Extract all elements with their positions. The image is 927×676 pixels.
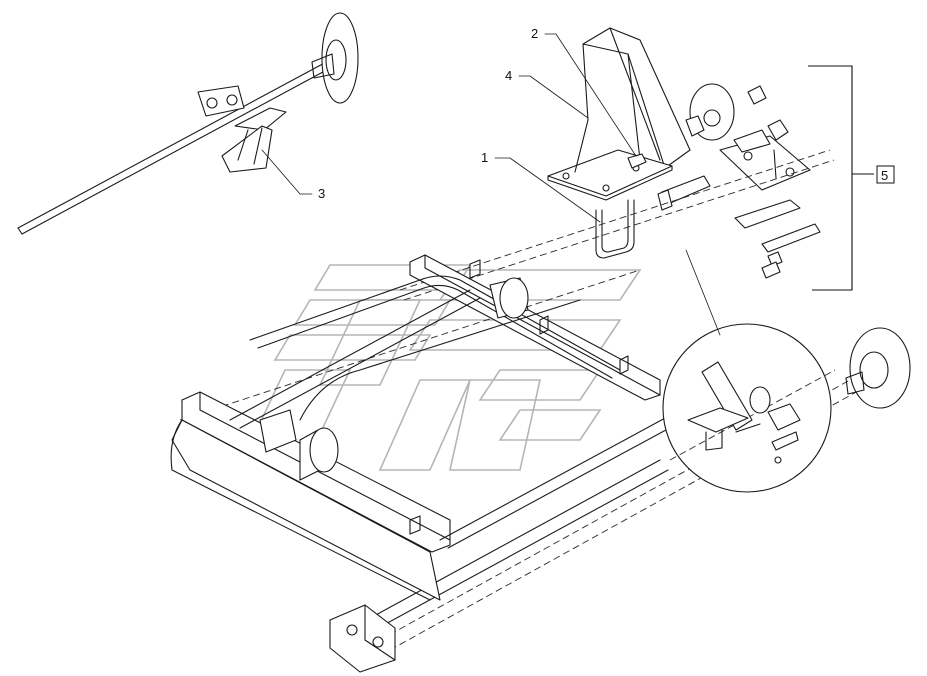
support-bracket-assembly <box>547 27 789 259</box>
shaft-assembly-left <box>17 12 359 235</box>
detail-inset <box>662 249 836 493</box>
callout-leaders <box>261 33 637 223</box>
callout-5-bracket <box>808 65 874 291</box>
shaft-disc-right <box>845 327 911 409</box>
callout-4: 4 <box>505 68 512 83</box>
plate-kit <box>719 129 821 279</box>
callout-5-box <box>876 165 895 184</box>
callout-5: 5 <box>881 168 888 183</box>
callout-3: 3 <box>318 186 325 201</box>
roller-frame <box>170 149 861 673</box>
callout-1: 1 <box>481 150 488 165</box>
callout-2: 2 <box>531 26 538 41</box>
watermark-logo <box>243 264 642 471</box>
